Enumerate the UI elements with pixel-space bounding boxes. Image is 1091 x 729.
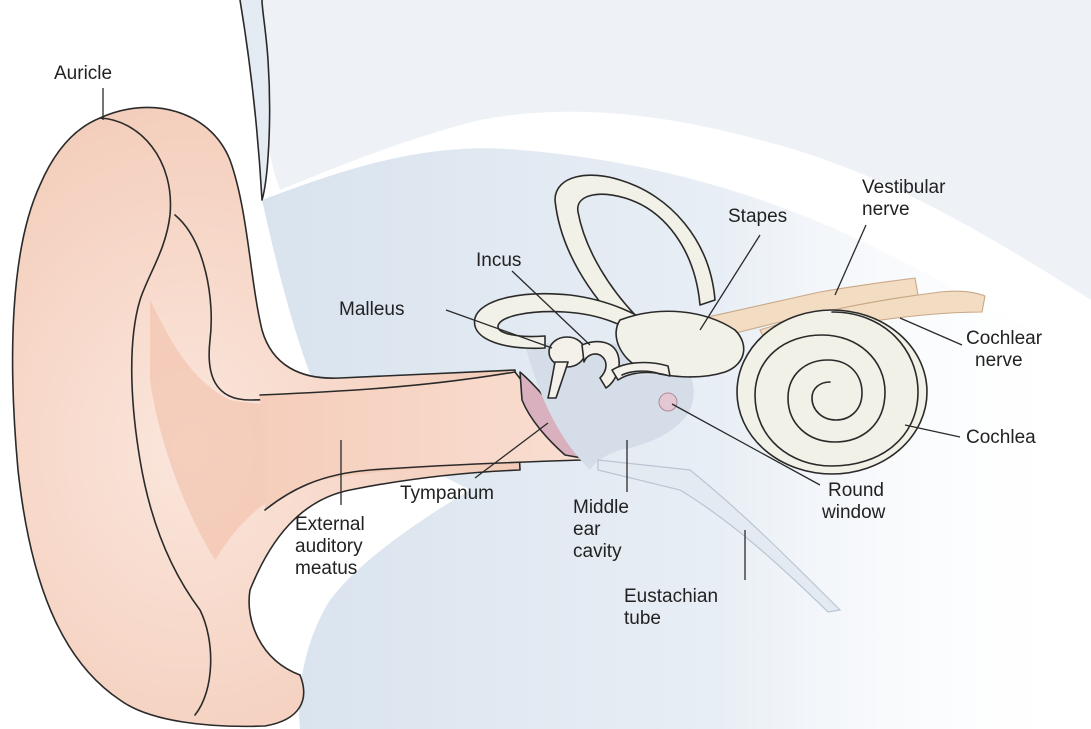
cochlea-shape — [737, 310, 927, 474]
label-external-line3: meatus — [295, 558, 357, 579]
label-tympanum: Tympanum — [400, 483, 494, 504]
round-window-shape — [659, 393, 677, 411]
head-outline — [240, 0, 270, 200]
label-round-window-line2: window — [821, 502, 886, 523]
label-round-window-line1: Round — [828, 480, 884, 501]
label-cochlear-nerve-line1: Cochlear — [966, 328, 1043, 349]
label-middle-line2: ear — [573, 519, 601, 540]
label-middle-line3: cavity — [573, 541, 622, 562]
label-auricle: Auricle — [54, 63, 112, 84]
label-vestibular-nerve-line1: Vestibular — [862, 177, 946, 198]
label-round-window: Round window — [821, 480, 889, 523]
label-external-line1: External — [295, 514, 365, 535]
label-external-line2: auditory — [295, 536, 363, 557]
label-eustachian-line2: tube — [624, 608, 661, 629]
label-cochlea: Cochlea — [966, 427, 1036, 448]
label-stapes: Stapes — [728, 206, 787, 227]
label-cochlear-nerve-line2: nerve — [975, 350, 1023, 371]
label-vestibular-nerve-line2: nerve — [862, 199, 910, 220]
label-middle-line1: Middle — [573, 497, 629, 518]
label-malleus: Malleus — [339, 299, 404, 320]
label-incus: Incus — [476, 250, 521, 271]
label-eustachian-line1: Eustachian — [624, 586, 718, 607]
